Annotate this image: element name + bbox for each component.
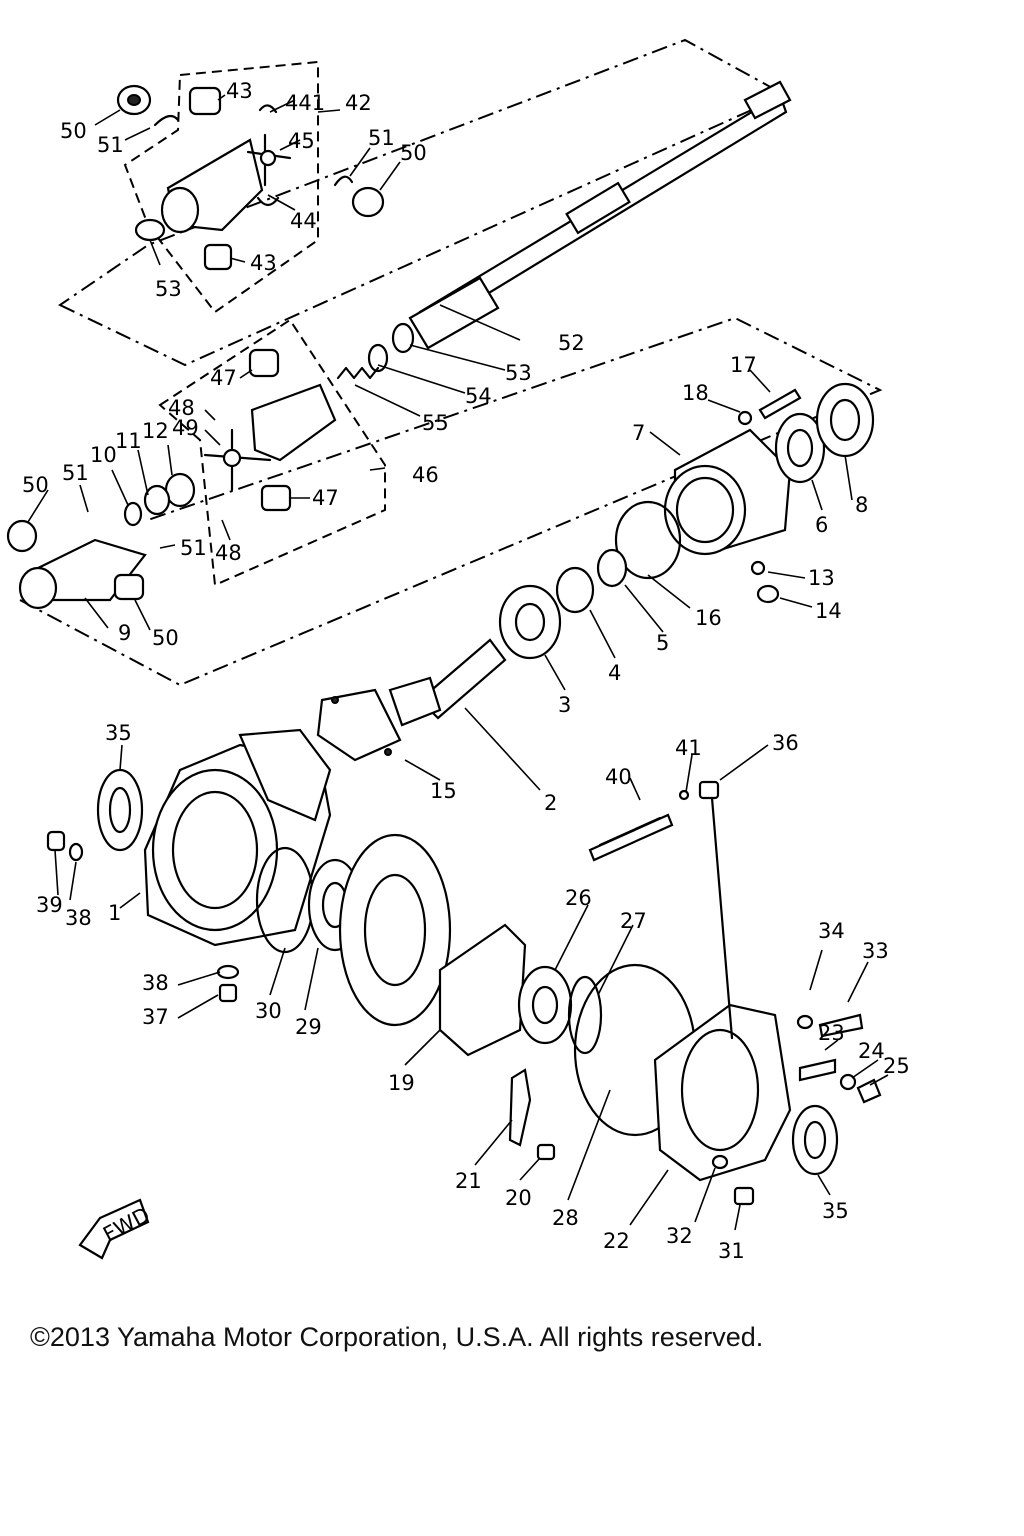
callout: 48 — [215, 541, 242, 565]
ring-gear-assembly — [255, 833, 697, 1161]
callout: 5 — [656, 631, 669, 655]
fwd-arrow: FWD — [78, 1198, 154, 1260]
callout: 35 — [822, 1199, 849, 1223]
boundary-lines — [19, 38, 883, 687]
callouts: 50 51 43 441 42 45 51 50 44 43 53 52 53 … — [22, 79, 910, 1263]
callout: 51 — [97, 133, 124, 157]
callout: 17 — [730, 353, 757, 377]
breather-assembly — [588, 780, 734, 1040]
upper-yoke-assembly — [116, 84, 385, 271]
callout: 7 — [632, 421, 645, 445]
callout: 41 — [675, 736, 702, 760]
callout: 14 — [815, 599, 842, 623]
callout: 53 — [155, 277, 182, 301]
callout: 33 — [862, 939, 889, 963]
callout: 36 — [772, 731, 799, 755]
callout: 45 — [288, 129, 315, 153]
callout: 38 — [142, 971, 169, 995]
callout: 24 — [858, 1039, 885, 1063]
callout: 51 — [62, 461, 89, 485]
lower-yoke-assembly — [6, 348, 337, 610]
callout: 50 — [400, 141, 427, 165]
rear-cover — [653, 1003, 882, 1206]
callout: 43 — [226, 79, 253, 103]
callout: 31 — [718, 1239, 745, 1263]
callout: 6 — [815, 513, 828, 537]
callout: 16 — [695, 606, 722, 630]
callout: 43 — [250, 251, 277, 275]
callout: 52 — [558, 331, 585, 355]
callout: 18 — [682, 381, 709, 405]
callout: 46 — [412, 463, 439, 487]
callout: 11 — [115, 429, 142, 453]
pinion-gear — [316, 638, 507, 762]
callout: 26 — [565, 886, 592, 910]
callout: 8 — [855, 493, 868, 517]
callout: 55 — [422, 411, 449, 435]
callout: 22 — [603, 1229, 630, 1253]
callout: 441 — [285, 91, 325, 115]
drive-shaft — [408, 80, 792, 350]
callout: 15 — [430, 779, 457, 803]
callout: 32 — [666, 1224, 693, 1248]
shaft-spring-stack — [336, 322, 415, 380]
callout: 53 — [505, 361, 532, 385]
callout: 39 — [36, 893, 63, 917]
callout: 38 — [65, 906, 92, 930]
callout: 20 — [505, 1186, 532, 1210]
parts-diagram: FWD 50 51 43 441 42 45 51 50 44 43 53 52… — [6, 38, 910, 1263]
callout: 13 — [808, 566, 835, 590]
callout: 48 — [168, 396, 195, 420]
callout: 47 — [312, 486, 339, 510]
callout: 1 — [108, 901, 121, 925]
callout: 30 — [255, 999, 282, 1023]
callout: 40 — [605, 765, 632, 789]
callout: 50 — [22, 473, 49, 497]
callout: 37 — [142, 1005, 169, 1029]
callout: 21 — [455, 1169, 482, 1193]
callout: 28 — [552, 1206, 579, 1230]
callout: 2 — [544, 791, 557, 815]
callout: 10 — [90, 443, 117, 467]
copyright-notice: ©2013 Yamaha Motor Corporation, U.S.A. A… — [30, 1322, 764, 1352]
callout: 49 — [172, 416, 199, 440]
callout: 19 — [388, 1071, 415, 1095]
callout: 3 — [558, 693, 571, 717]
callout: 44 — [290, 209, 317, 233]
bearing-housing — [498, 382, 875, 660]
callout: 25 — [883, 1054, 910, 1078]
callout: 35 — [105, 721, 132, 745]
callout: 51 — [368, 126, 395, 150]
callout: 47 — [210, 366, 237, 390]
callout: 12 — [142, 419, 169, 443]
callout: 54 — [465, 384, 492, 408]
leader-lines — [27, 94, 889, 1231]
callout: 9 — [118, 621, 131, 645]
callout: 50 — [60, 119, 87, 143]
callout: 42 — [345, 91, 372, 115]
main-housing — [46, 728, 332, 1003]
callout: 29 — [295, 1015, 322, 1039]
callout: 4 — [608, 661, 621, 685]
callout: 27 — [620, 909, 647, 933]
callout: 23 — [818, 1021, 845, 1045]
callout: 51 — [180, 536, 207, 560]
callout: 50 — [152, 626, 179, 650]
callout: 34 — [818, 919, 845, 943]
